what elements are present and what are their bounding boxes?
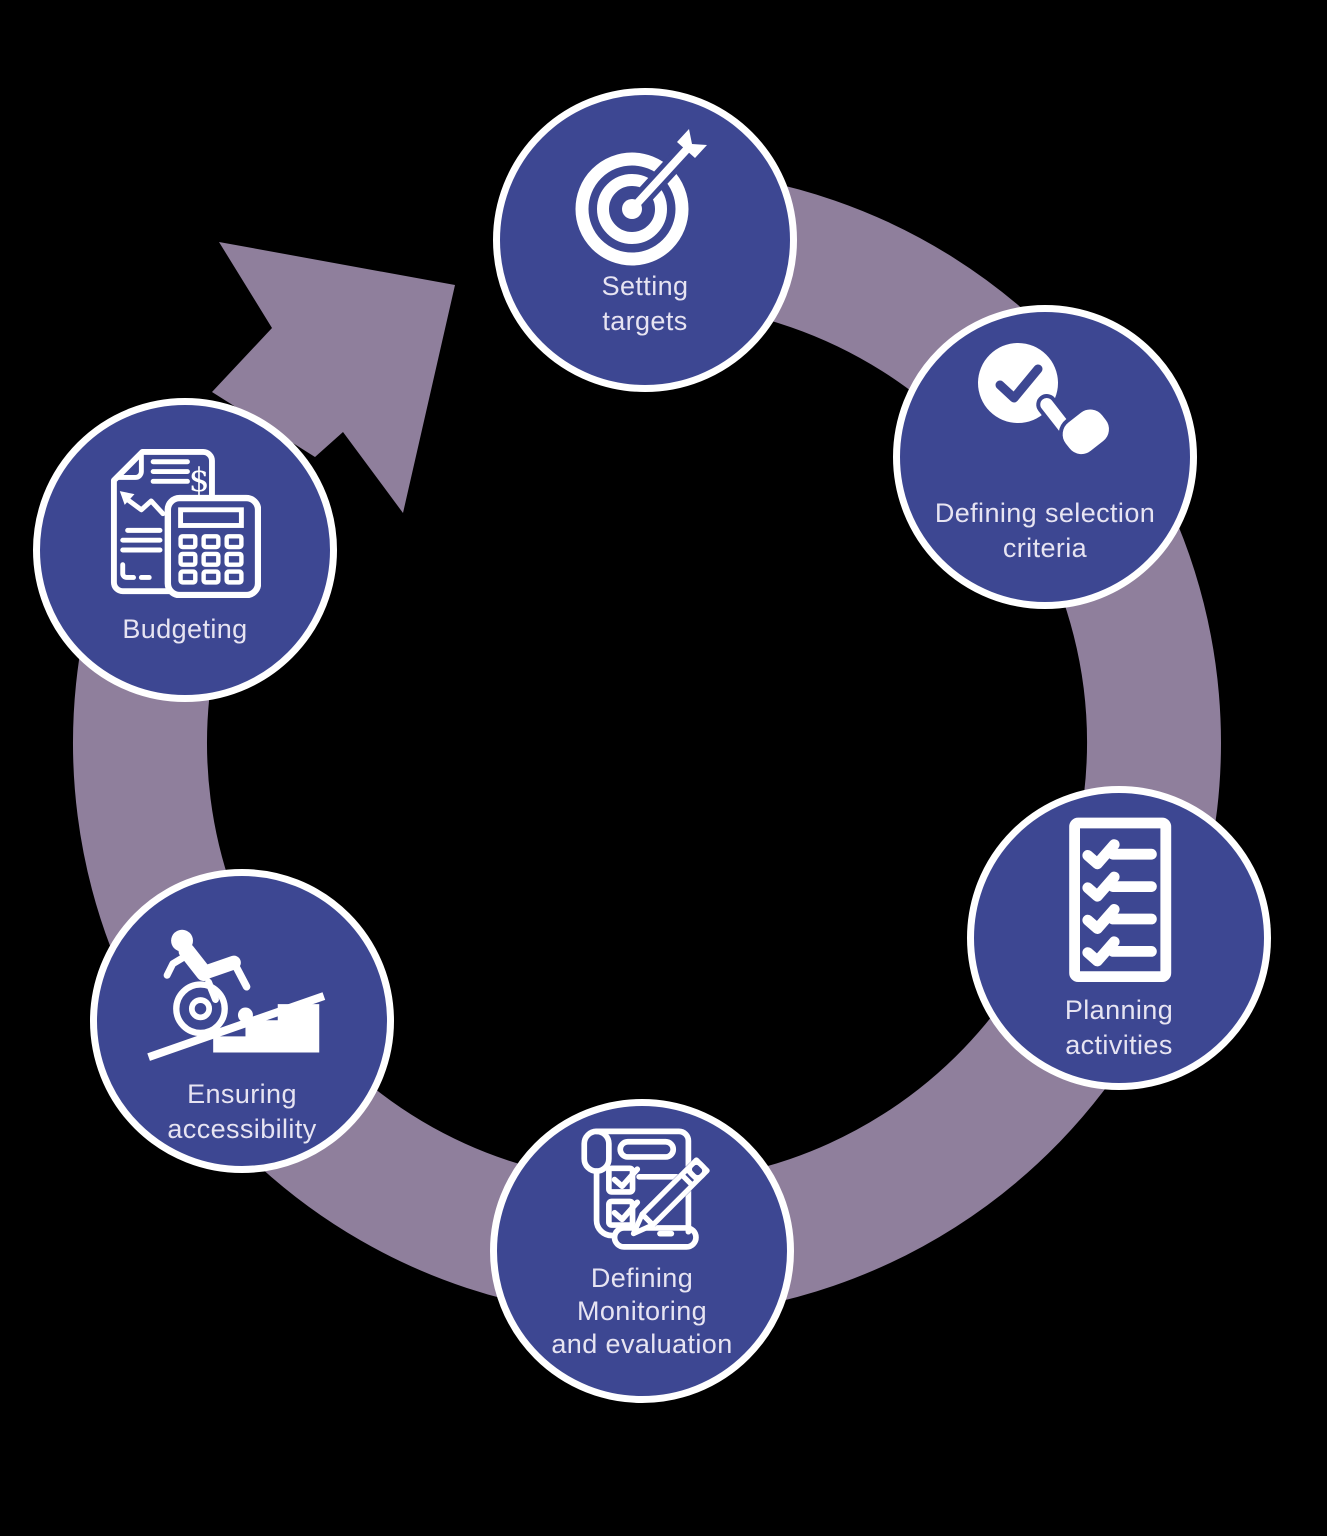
svg-text:$: $ [189, 461, 210, 499]
checklist-document-icon [1069, 817, 1172, 982]
step-ensuring-accessibility: Ensuring accessibility [90, 869, 394, 1173]
cycle-arrowhead-icon [212, 242, 455, 513]
scroll-checklist-pencil-icon [581, 1128, 712, 1250]
step-label: Defining selection criteria [934, 498, 1156, 563]
step-label: Budgeting [122, 614, 248, 645]
document-calculator-icon: $ [110, 449, 261, 599]
step-label: Planning activities [1064, 995, 1174, 1060]
step-defining-monitoring-evaluation: Defining Monitoring and evaluation [490, 1099, 794, 1403]
step-setting-targets: Setting targets [493, 88, 797, 392]
wheelchair-ramp-stairs-icon [147, 929, 326, 1061]
step-defining-selection-criteria: Defining selection criteria [893, 305, 1197, 609]
step-label: Defining Monitoring and evaluation [551, 1263, 733, 1359]
step-label: Setting targets [601, 271, 689, 336]
hand-selecting-check-icon [978, 343, 1113, 459]
step-budgeting: $ Budgeting [33, 398, 337, 702]
target-arrow-icon [575, 129, 707, 266]
step-label: Ensuring accessibility [167, 1079, 317, 1145]
step-planning-activities: Planning activities [967, 786, 1271, 1090]
